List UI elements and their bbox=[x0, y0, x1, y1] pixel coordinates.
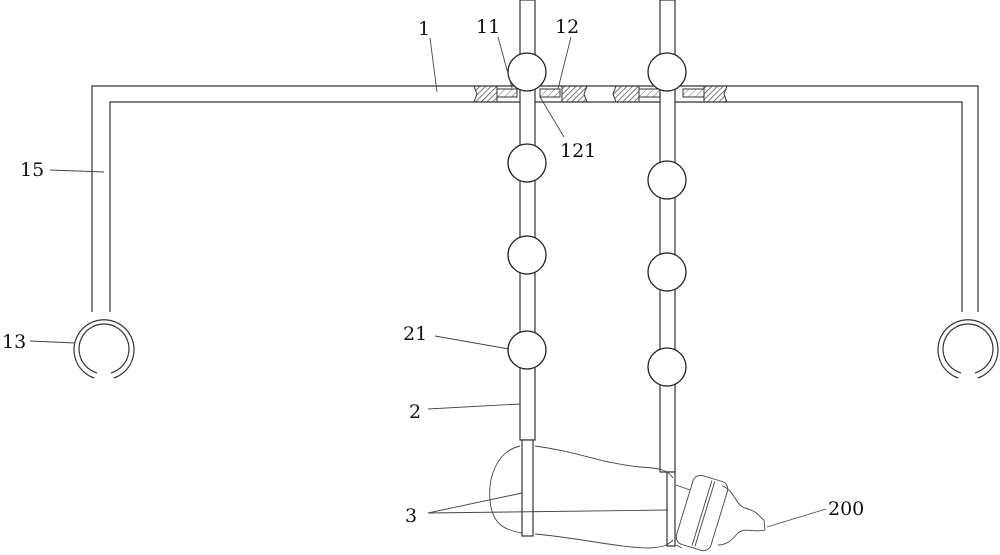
label-clamp-ring: 13 bbox=[2, 331, 26, 353]
label-strap: 3 bbox=[405, 505, 417, 527]
left-clamp-ring bbox=[73, 319, 135, 379]
left-rod bbox=[519, 0, 536, 537]
label-leg: 15 bbox=[20, 159, 44, 181]
label-groove: 121 bbox=[560, 140, 596, 162]
right-clamp-ring bbox=[937, 319, 999, 379]
sleeve-blocks bbox=[473, 85, 728, 103]
label-bead: 21 bbox=[403, 323, 427, 345]
label-sleeve: 11 bbox=[476, 16, 500, 38]
label-bottle: 200 bbox=[828, 498, 864, 520]
label-slider: 12 bbox=[555, 16, 579, 38]
label-rod: 2 bbox=[409, 401, 421, 423]
bottle bbox=[489, 445, 766, 552]
label-frame: 1 bbox=[418, 18, 430, 40]
leader-lines bbox=[29, 36, 827, 528]
